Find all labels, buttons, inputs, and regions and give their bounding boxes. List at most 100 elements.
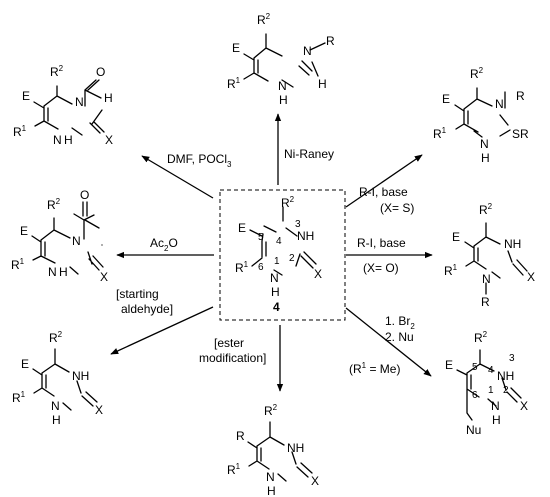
tr-n3-label: N <box>495 97 504 111</box>
br-ring-number-3: 3 <box>509 353 515 364</box>
product-starting-aldehyde: R2 E NH R1 X N H <box>12 330 103 427</box>
cond-starting-aldehyde-2: aldehyde] <box>121 302 173 316</box>
ring-number-1: 1 <box>274 256 280 267</box>
bc-r1-label: R1 <box>227 462 241 477</box>
central-dashed-box <box>219 189 346 321</box>
tl-n3-label: N <box>75 95 84 109</box>
l-h1-label: H <box>59 265 68 279</box>
tr-r2-label: R2 <box>470 66 484 81</box>
bl-r1-label: R1 <box>12 390 26 405</box>
central-nh3-label: NH <box>297 229 314 243</box>
br-ring-number-4: 4 <box>488 365 494 376</box>
central-e-bond <box>249 229 263 237</box>
top-h2-label: H <box>318 77 327 91</box>
central-compound-4: R2 E NH R1 X N H 5 4 3 6 1 2 4 <box>219 189 346 321</box>
tl-nh1-label: N <box>53 133 62 147</box>
br-n1-label: N <box>491 399 500 413</box>
l-x-label: X <box>100 270 108 284</box>
top-r-label: R <box>326 34 335 48</box>
tr-e-label: E <box>442 92 450 106</box>
product-acetyl: R2 O E N R1 X N H <box>11 188 108 284</box>
l-r1-label: R1 <box>11 257 25 272</box>
product-ester-modification: R2 R NH R1 X N H <box>227 403 319 497</box>
br-ring-number-5: 5 <box>472 362 478 373</box>
arrow-br2-nu <box>345 307 432 377</box>
bc-x-label: X <box>311 474 319 488</box>
acetyl-methyl-bond <box>84 219 100 229</box>
br-nu-label: Nu <box>466 423 481 437</box>
tl-e-label: E <box>22 89 30 103</box>
top-n3-label: N <box>303 44 312 58</box>
bl-nh3-label: NH <box>72 369 89 383</box>
central-r1-label: R1 <box>235 260 249 275</box>
arrow-ri-base-s <box>345 154 423 208</box>
tr-h1-label: H <box>481 151 490 165</box>
product-s-alkylation: R2 E N R R1 SR N H <box>433 66 529 165</box>
reaction-arrows <box>110 113 433 392</box>
reaction-conditions: Ni-Raney DMF, POCl3 R-I, base (X= S) Ac2… <box>116 147 415 376</box>
l-nh1-label: N <box>48 265 57 279</box>
central-n1-label: N <box>270 271 279 285</box>
tl-r1-label: R1 <box>13 124 27 139</box>
tl-h1-label: H <box>64 133 73 147</box>
r-r1-label: R1 <box>444 263 458 278</box>
bl-e-label: E <box>21 357 29 371</box>
ring-number-6: 6 <box>258 262 264 273</box>
bl-x-label: X <box>95 403 103 417</box>
bc-n1-label: N <box>266 470 275 484</box>
tr-sr-label: SR <box>512 127 529 141</box>
r-r-label: R <box>481 295 490 309</box>
top-r2-label: R2 <box>257 12 271 27</box>
top-n1-label: N <box>278 79 287 93</box>
tl-x-label: X <box>105 133 113 147</box>
cond-x-o: (X= O) <box>363 261 399 275</box>
bl-h1-label: H <box>52 413 61 427</box>
r-r2-label: R2 <box>479 202 493 217</box>
product-dmf-pocl3: R2 O E N H R1 X N H <box>13 64 113 147</box>
cond-x-s: (X= S) <box>380 201 414 215</box>
bc-nh3-label: NH <box>287 441 304 455</box>
bl-n1-label: N <box>51 399 60 413</box>
cond-ac2o: Ac2O <box>150 236 178 253</box>
r-nh3-label: NH <box>504 237 521 251</box>
r-n1-label: N <box>482 272 491 286</box>
cond-dmf-pocl3: DMF, POCl3 <box>167 152 232 169</box>
ring-number-4: 4 <box>276 236 282 247</box>
l-n3-label: N <box>72 234 81 248</box>
product-bottomright-bonds <box>456 349 522 421</box>
br-ring-number-2: 2 <box>503 385 509 396</box>
br-nh3-label: NH <box>497 369 514 383</box>
product-ni-raney: R2 E N R R1 H N H <box>227 12 335 107</box>
central-r2-label: R2 <box>281 195 295 210</box>
r-e-label: E <box>452 230 460 244</box>
cond-ni-raney: Ni-Raney <box>284 147 334 161</box>
tl-h-label: H <box>104 91 113 105</box>
cond-ester-mod-2: modification] <box>199 351 266 365</box>
ring-number-2: 2 <box>289 253 295 264</box>
product-n-alkylation: R2 E NH R1 X N R <box>444 202 535 309</box>
bc-r-label: R <box>236 429 245 443</box>
ring-number-3: 3 <box>295 219 301 230</box>
r-x-label: X <box>527 270 535 284</box>
br-ring-number-1: 1 <box>488 385 494 396</box>
cond-ester-mod-1: [ester <box>214 336 244 350</box>
br-x-label: X <box>520 399 528 413</box>
central-h1-label: H <box>271 285 280 299</box>
l-o-label: O <box>80 188 89 202</box>
product-topright-bonds <box>454 87 511 138</box>
br-ring-number-6: 6 <box>472 390 478 401</box>
product-right-bonds <box>464 222 528 295</box>
cond-ri-base-o: R-I, base <box>357 236 406 250</box>
cond-starting-aldehyde-1: [starting <box>116 287 159 301</box>
top-r1-label: R1 <box>227 76 241 91</box>
product-top-bonds <box>243 33 326 88</box>
br-h1-label: H <box>492 413 501 427</box>
central-r1-bond <box>251 257 263 267</box>
top-h1-label: H <box>279 93 288 107</box>
arrow-dmf-pocl3 <box>141 155 214 199</box>
central-ring-bonds <box>261 206 301 276</box>
central-exo-double-bond <box>300 251 317 269</box>
br-r2-label: R2 <box>474 330 488 345</box>
product-topleft-bonds <box>33 79 105 136</box>
